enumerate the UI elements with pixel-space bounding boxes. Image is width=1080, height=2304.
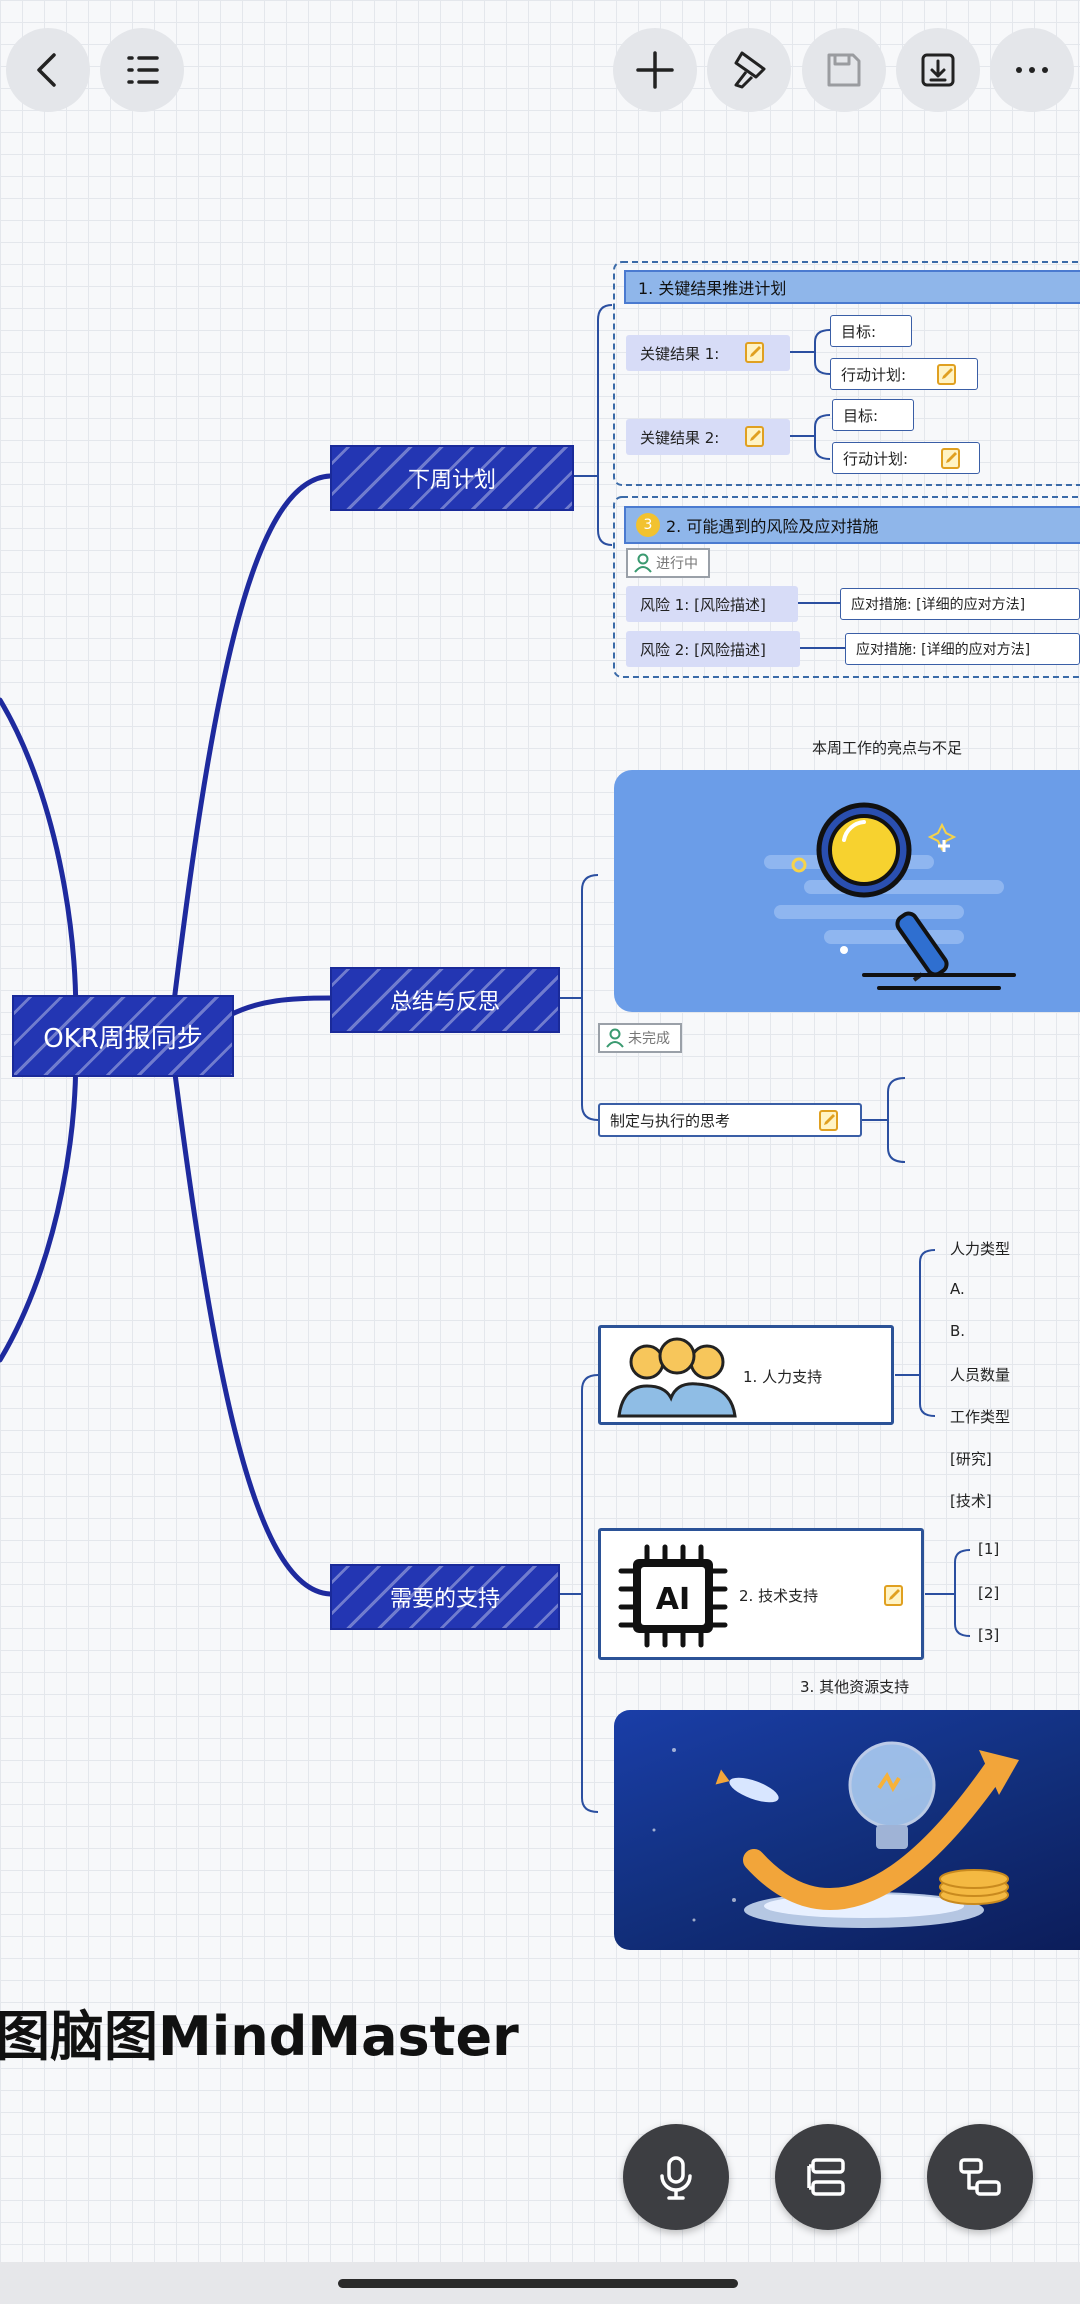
- tech-child-2[interactable]: [3]: [978, 1626, 1000, 1644]
- status-tag-incomplete[interactable]: 未完成: [598, 1023, 682, 1053]
- risk-label: 风险 1: [风险描述]: [640, 595, 766, 614]
- save-button[interactable]: [802, 28, 886, 112]
- human-child-5[interactable]: [研究]: [950, 1450, 992, 1468]
- section-title: 1. 关键结果推进计划: [638, 279, 787, 298]
- tech-child-0[interactable]: [1]: [978, 1540, 1000, 1558]
- note-icon[interactable]: [936, 362, 958, 386]
- human-child-3[interactable]: 人员数量: [950, 1366, 1011, 1384]
- status-label: 进行中: [656, 556, 698, 572]
- image-caption: 本周工作的亮点与不足: [812, 739, 963, 757]
- human-support-node[interactable]: 1. 人力支持: [598, 1325, 894, 1425]
- back-button[interactable]: [6, 28, 90, 112]
- ai-text: AI: [656, 1582, 690, 1617]
- measure-1[interactable]: 应对措施: [详细的应对方法]: [840, 588, 1080, 620]
- save-icon: [827, 53, 861, 87]
- measure-label: 应对措施: [详细的应对方法]: [851, 597, 1026, 613]
- plus-icon: [636, 51, 674, 89]
- download-icon: [921, 53, 955, 87]
- risk-label: 风险 2: [风险描述]: [640, 640, 766, 659]
- add-subtopic-button[interactable]: [927, 2124, 1033, 2230]
- format-painter-button[interactable]: [707, 28, 791, 112]
- team-icon: [617, 1337, 737, 1418]
- layout-button[interactable]: [775, 2124, 881, 2230]
- voice-input-button[interactable]: [623, 2124, 729, 2230]
- highlights-image[interactable]: [614, 770, 1080, 1012]
- branch-support[interactable]: 需要的支持: [330, 1564, 560, 1630]
- goal-label: 目标:: [841, 322, 877, 341]
- tech-support-node[interactable]: AI 2. 技术支持: [598, 1528, 924, 1660]
- ai-chip-icon: AI: [618, 1544, 728, 1648]
- user-icon: [634, 553, 652, 573]
- measure-label: 应对措施: [详细的应对方法]: [856, 642, 1031, 658]
- goal-node[interactable]: 目标:: [832, 399, 914, 431]
- section-title: 2. 可能遇到的风险及应对措施: [666, 517, 879, 536]
- more-icon: [1016, 67, 1048, 73]
- note-icon[interactable]: [744, 424, 766, 448]
- thinking-node[interactable]: 制定与执行的思考: [598, 1103, 862, 1137]
- action-label: 行动计划:: [843, 449, 909, 468]
- branch-next-week[interactable]: 下周计划: [330, 445, 574, 511]
- home-indicator[interactable]: [338, 2279, 738, 2288]
- priority-badge: 3: [636, 513, 660, 537]
- list-icon: [127, 56, 159, 84]
- thinking-label: 制定与执行的思考: [610, 1111, 731, 1130]
- key-result-label: 关键结果 1:: [640, 344, 720, 363]
- note-icon[interactable]: [744, 340, 766, 364]
- risk-1[interactable]: 风险 1: [风险描述]: [626, 586, 798, 622]
- risk-2[interactable]: 风险 2: [风险描述]: [626, 631, 800, 667]
- section-header-risks[interactable]: 3 2. 可能遇到的风险及应对措施: [624, 506, 1080, 544]
- goal-node[interactable]: 目标:: [830, 315, 912, 347]
- status-tag-in-progress[interactable]: 进行中: [626, 548, 710, 578]
- tech-support-label: 2. 技术支持: [739, 1587, 819, 1605]
- human-child-1[interactable]: A.: [950, 1280, 965, 1298]
- chevron-left-icon: [37, 53, 56, 87]
- human-child-4[interactable]: 工作类型: [950, 1408, 1011, 1426]
- lightbulb-illustration: [652, 1741, 1019, 1928]
- layout-icon: [807, 2158, 845, 2196]
- note-icon[interactable]: [883, 1583, 905, 1607]
- microphone-icon: [660, 2156, 692, 2200]
- add-topic-button[interactable]: [613, 28, 697, 112]
- human-child-6[interactable]: [技术]: [950, 1492, 992, 1510]
- goal-label: 目标:: [843, 406, 879, 425]
- export-button[interactable]: [896, 28, 980, 112]
- note-icon[interactable]: [818, 1108, 840, 1132]
- key-result-2[interactable]: 关键结果 2:: [626, 419, 790, 455]
- human-child-0[interactable]: 人力类型: [950, 1240, 1011, 1258]
- other-resources-label[interactable]: 3. 其他资源支持: [800, 1678, 910, 1696]
- resources-image[interactable]: [614, 1710, 1080, 1950]
- branch-summary[interactable]: 总结与反思: [330, 967, 560, 1033]
- status-label: 未完成: [628, 1031, 670, 1047]
- subtopic-icon: [959, 2158, 1001, 2196]
- action-label: 行动计划:: [841, 365, 907, 384]
- note-icon[interactable]: [940, 446, 962, 470]
- watermark-text: 图脑图MindMaster: [0, 2005, 519, 2068]
- central-topic[interactable]: OKR周报同步: [12, 995, 234, 1077]
- section-header-kr-plan[interactable]: 1. 关键结果推进计划: [624, 270, 1080, 304]
- more-button[interactable]: [990, 28, 1074, 112]
- outline-button[interactable]: [100, 28, 184, 112]
- human-support-label: 1. 人力支持: [743, 1368, 823, 1386]
- measure-2[interactable]: 应对措施: [详细的应对方法]: [845, 633, 1080, 665]
- user-icon: [606, 1028, 624, 1048]
- brush-icon: [734, 51, 766, 89]
- magnifier-illustration: [764, 802, 1016, 990]
- human-child-2[interactable]: B.: [950, 1322, 966, 1340]
- tech-child-1[interactable]: [2]: [978, 1584, 1000, 1602]
- key-result-label: 关键结果 2:: [640, 428, 720, 447]
